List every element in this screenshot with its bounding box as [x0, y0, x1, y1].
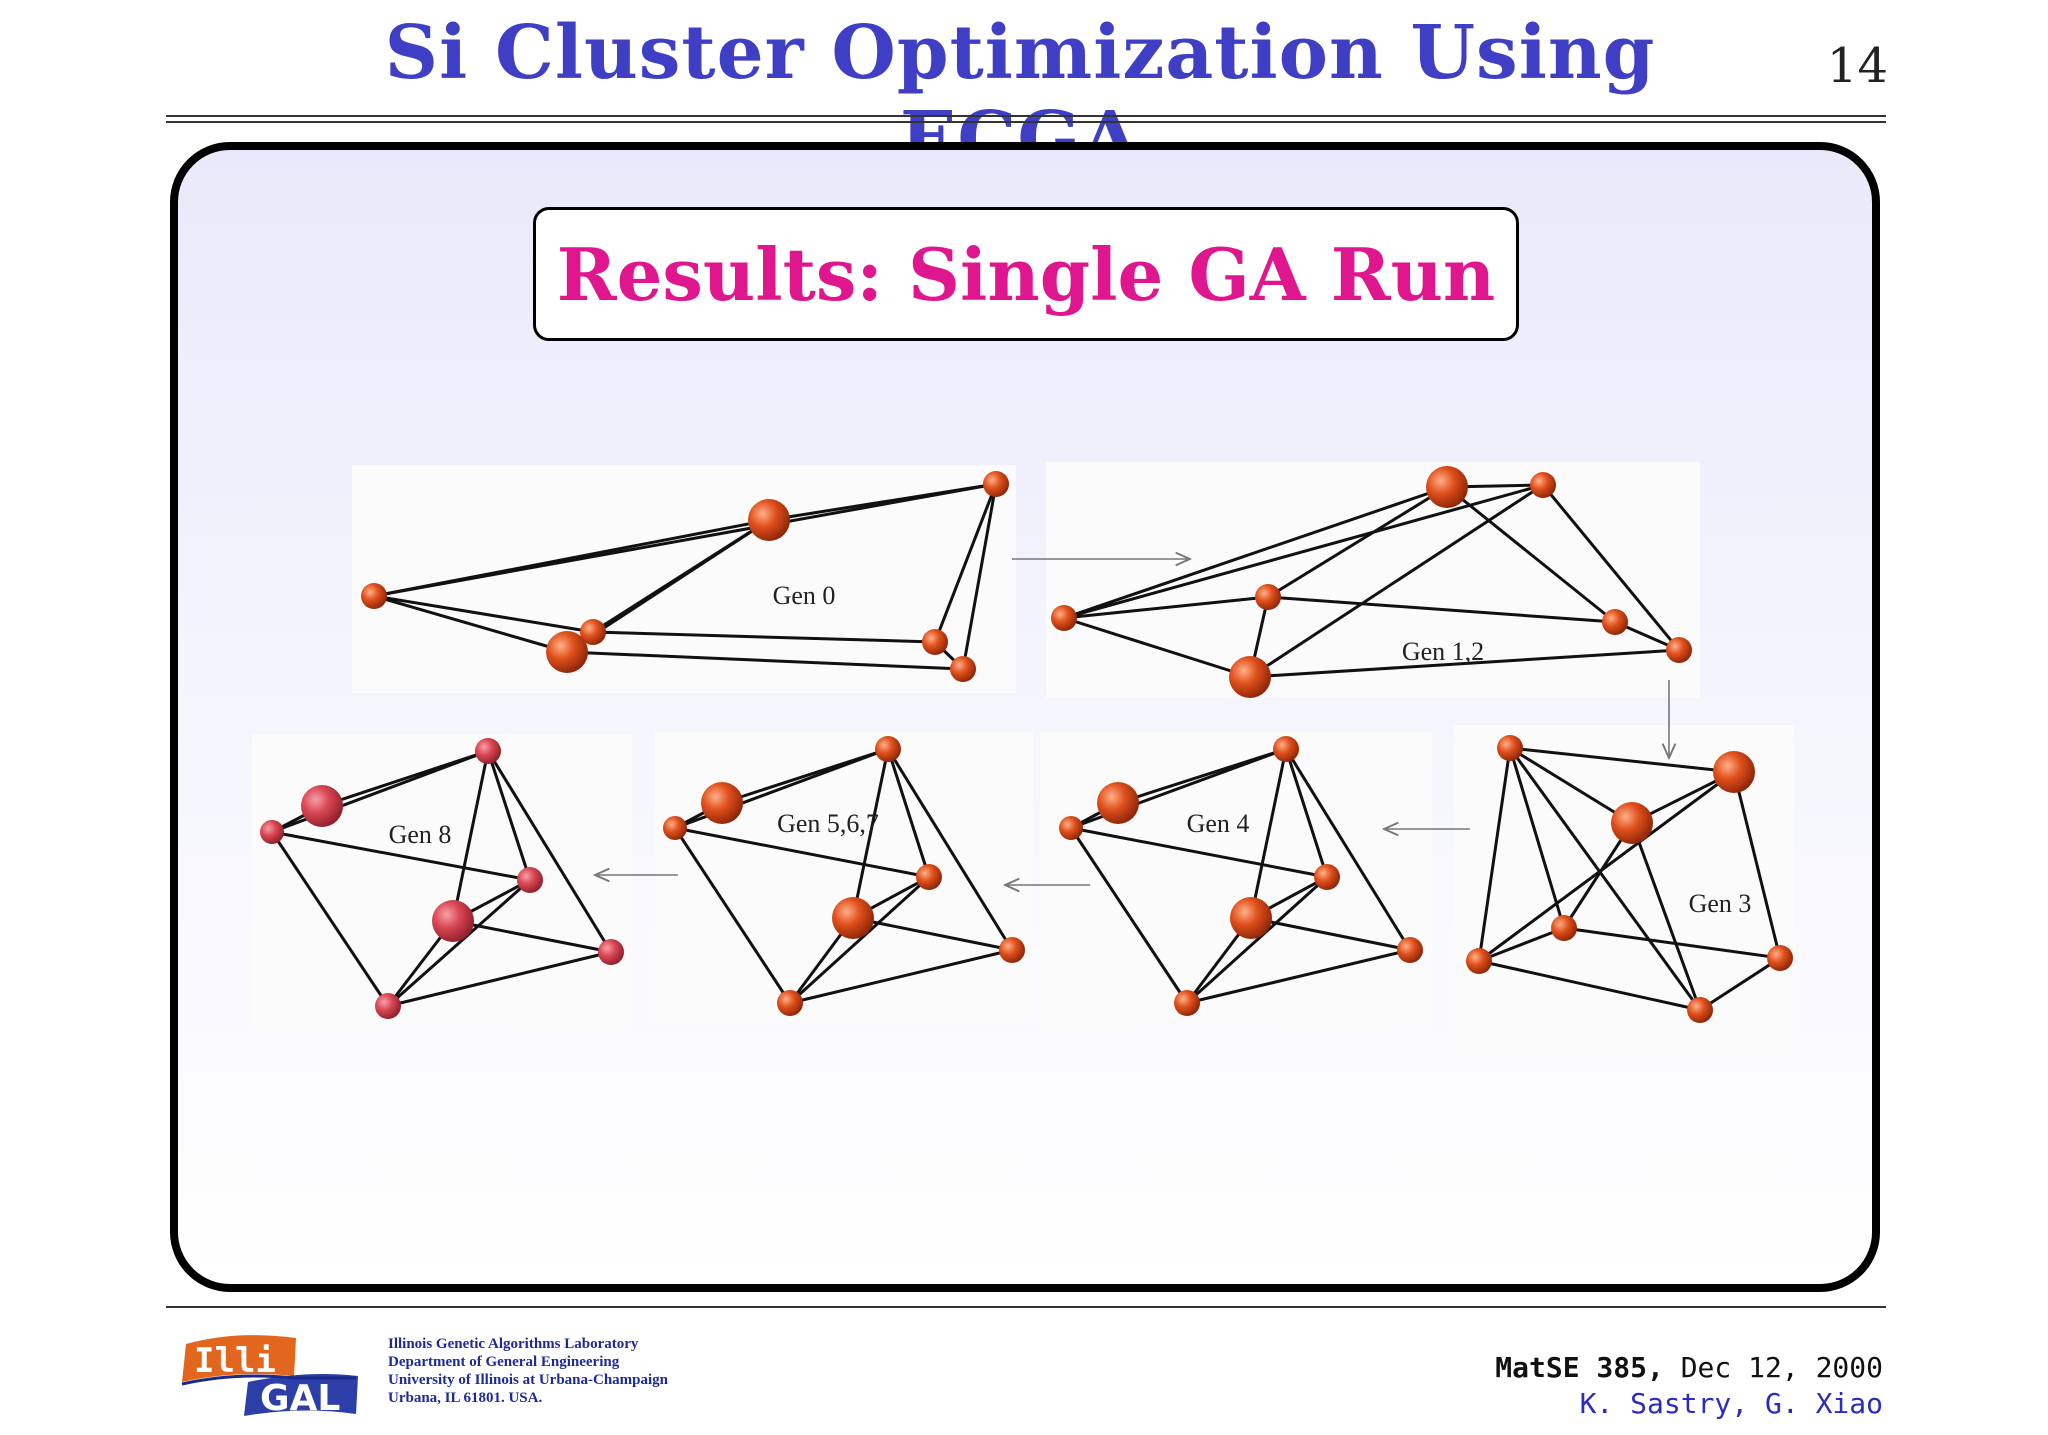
header-rule-top	[166, 115, 1886, 117]
subtitle: Results: Single GA Run	[556, 231, 1496, 317]
gen8-atoms	[260, 738, 624, 1019]
gen3-cluster	[1477, 746, 1782, 1012]
lab-line: University of Illinois at Urbana-Champai…	[388, 1372, 669, 1388]
gen567-image-bg	[655, 732, 1033, 1024]
lab-line: Department of General Engineering	[388, 1354, 620, 1370]
gen8-image-bg	[252, 734, 632, 1029]
header-rule-bottom	[166, 121, 1886, 123]
lab-line: Urbana, IL 61801. USA.	[388, 1390, 543, 1406]
footer-rule	[166, 1306, 1886, 1308]
gen12-image-bg	[1046, 462, 1700, 698]
gen0-label: Gen 0	[773, 581, 836, 610]
gen4-atoms	[1059, 736, 1423, 1016]
progression-arrows	[595, 559, 1669, 885]
subtitle-box: Results: Single GA Run	[533, 207, 1519, 341]
illigal-logo: Illi GAL	[176, 1326, 360, 1418]
gen12-label: Gen 1,2	[1402, 637, 1484, 666]
gen0-cluster	[373, 482, 998, 671]
gen3-atoms	[1466, 735, 1793, 1023]
footer-credits: MatSE 385, Dec 12, 2000 K. Sastry, G. Xi…	[1495, 1350, 1883, 1422]
lab-line: Illinois Genetic Algorithms Laboratory	[388, 1336, 639, 1352]
course-name: MatSE 385,	[1495, 1351, 1664, 1384]
logo-illi-text: Illi	[194, 1341, 276, 1381]
gen3-label: Gen 3	[1689, 889, 1752, 918]
course-date: Dec 12, 2000	[1680, 1351, 1883, 1384]
gen8-label: Gen 8	[389, 820, 452, 849]
gen12-cluster	[1063, 483, 1681, 679]
content-frame	[170, 142, 1880, 1292]
gen567-label: Gen 5,6,7	[777, 809, 879, 838]
lab-address: Illinois Genetic Algorithms Laboratory D…	[388, 1335, 668, 1407]
gen567-atoms	[663, 736, 1025, 1016]
gen4-image-bg	[1040, 732, 1432, 1027]
slide-number: 14	[1826, 38, 1888, 94]
logo-gal-text: GAL	[260, 1378, 340, 1418]
course-line: MatSE 385, Dec 12, 2000	[1495, 1350, 1883, 1386]
gen8-cluster	[270, 749, 613, 1008]
gen0-atoms	[361, 471, 1009, 682]
gen4-label: Gen 4	[1187, 809, 1250, 838]
gen567-cluster	[673, 747, 1014, 1005]
slide-title: Si Cluster Optimization Using ECGA	[384, 10, 1656, 182]
authors: K. Sastry, G. Xiao	[1579, 1387, 1883, 1420]
gen12-atoms	[1051, 466, 1692, 698]
